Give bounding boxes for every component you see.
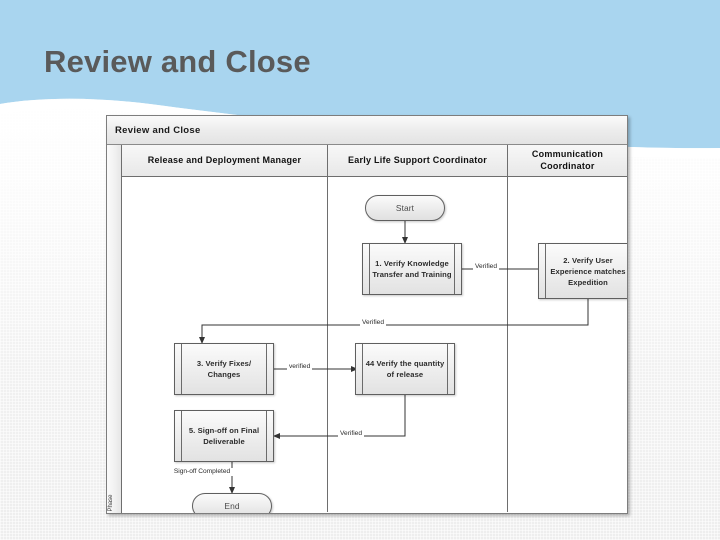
- lanes-wrapper: Release and Deployment Manager Early Lif…: [122, 145, 627, 513]
- start-event[interactable]: Start: [365, 195, 445, 221]
- task-3-verify-fixes-changes[interactable]: 3. Verify Fixes/ Changes: [174, 343, 274, 395]
- edge-label-task4-task5: Verified: [338, 430, 364, 439]
- task-2-verify-user-experience-matches-expedition[interactable]: 2. Verify User Experience matches Expedi…: [538, 243, 627, 299]
- lane-header-communication-coordinator: Communication Coordinator: [507, 145, 627, 176]
- page-title: Review and Close: [44, 44, 311, 79]
- lane-header-row: Release and Deployment Manager Early Lif…: [122, 145, 627, 177]
- phase-strip: Phase: [107, 145, 122, 513]
- lane-divider-1: [327, 177, 328, 512]
- pool-title: Review and Close: [107, 116, 627, 145]
- edge-label-task2-task3: Verified: [360, 319, 386, 328]
- lane-canvas: Verified Verified verified Verified Sign…: [122, 177, 627, 513]
- end-event[interactable]: End: [192, 493, 272, 513]
- edge-label-task3-task4: verified: [287, 363, 313, 372]
- lane-header-release-and-deployment-manager: Release and Deployment Manager: [147, 154, 302, 165]
- task-1-verify-knowledge-transfer-and-training[interactable]: 1. Verify Knowledge Transfer and Trainin…: [362, 243, 462, 295]
- phase-label: Phase: [108, 494, 114, 512]
- lane-divider-2: [507, 177, 508, 512]
- task-5-sign-off-on-final-deliverable[interactable]: 5. Sign-off on Final Deliverable: [174, 410, 274, 462]
- lane-header-early-life-support-coordinator: Early Life Support Coordinator: [327, 145, 507, 176]
- bpmn-diagram[interactable]: Review and Close Phase Release and Deplo…: [106, 115, 628, 514]
- pool-body: Phase Release and Deployment Manager Ear…: [107, 145, 627, 513]
- edge-label-task1-task2: Verified: [473, 263, 499, 272]
- edge-label-task5-end: Sign-off Completed: [171, 468, 233, 477]
- task-4-verify-the-quantity-of-release[interactable]: 44 Verify the quantity of release: [355, 343, 455, 395]
